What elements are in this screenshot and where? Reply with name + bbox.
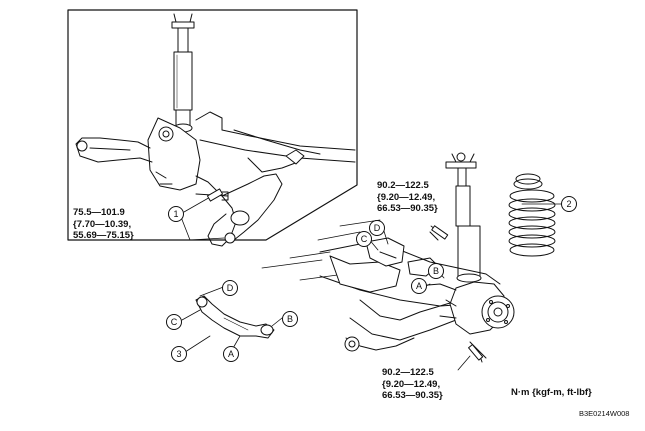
main-suspension-assembly — [319, 227, 515, 363]
callout-b-main: B — [428, 263, 444, 279]
torque-spec-line: {9.20—12.49, — [377, 191, 436, 203]
torque-spec-line: 66.53—90.35} — [377, 203, 438, 214]
torque-spec-upper: 90.2—122.5 {9.20—12.49, 66.53—90.35} — [377, 180, 438, 215]
coil-spring — [508, 173, 556, 257]
callout-b-part: B — [282, 311, 298, 327]
torque-spec-line: 90.2—122.5 — [377, 180, 429, 191]
lower-arm-part — [195, 295, 275, 339]
torque-spec-line: 66.53—90.35} — [382, 390, 443, 401]
inset-suspension-assembly — [75, 111, 356, 247]
callout-3: 3 — [171, 346, 187, 362]
callout-c-part: C — [166, 314, 182, 330]
callout-d-part: D — [222, 280, 238, 296]
main-shock-absorber — [445, 152, 482, 283]
figure-code: B3E0214W008 — [579, 409, 630, 418]
crossmember-lines — [261, 219, 381, 281]
torque-spec-lower: 90.2—122.5 {9.20—12.49, 66.53—90.35} — [382, 367, 443, 402]
torque-spec-inset: 75.5—101.9 {7.70—10.39, 55.69—75.15} — [73, 207, 134, 242]
callout-a-main: A — [411, 278, 427, 294]
torque-spec-line: {7.70—10.39, — [73, 218, 132, 230]
units-legend: N·m {kgf-m, ft-lbf} — [511, 387, 592, 398]
torque-spec-line: 55.69—75.15} — [73, 230, 134, 241]
callout-2: 2 — [561, 196, 577, 212]
callout-c-main: C — [356, 231, 372, 247]
callout-d-main: D — [369, 220, 385, 236]
bolts — [206, 188, 484, 361]
inset-frame — [67, 9, 358, 241]
torque-spec-line: 75.5—101.9 — [73, 207, 125, 218]
callout-1: 1 — [168, 206, 184, 222]
callout-a-part: A — [223, 346, 239, 362]
torque-spec-line: {9.20—12.49, — [382, 378, 441, 390]
torque-spec-line: 90.2—122.5 — [382, 367, 434, 378]
